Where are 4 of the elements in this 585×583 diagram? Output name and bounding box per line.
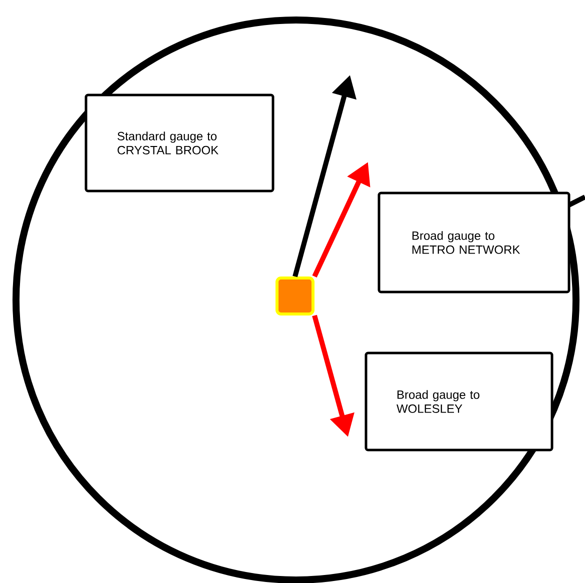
junction-square — [276, 276, 314, 316]
text-box: Broad gauge to WOLESLEY — [364, 352, 554, 452]
text-box: Broad gauge to METRO NETWORK — [378, 192, 570, 294]
text-box: Standard gauge to CRYSTAL BROOK — [84, 94, 274, 192]
